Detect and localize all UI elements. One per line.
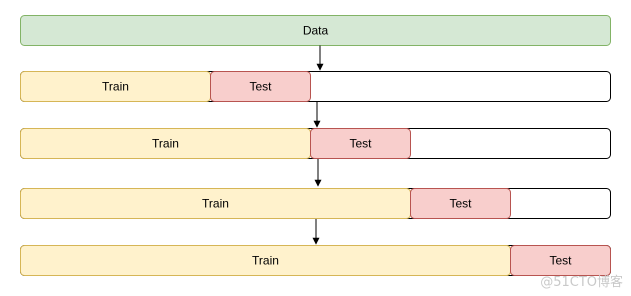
test-label: Test [349,137,372,151]
data-bar: Data [20,15,611,46]
test-label: Test [549,254,572,268]
train-label: Train [102,80,129,94]
train-label: Train [252,254,279,268]
train-label: Train [202,197,229,211]
data-bar-label: Data [303,24,329,38]
test-segment [210,71,311,102]
fold-1: Train Test [20,71,611,102]
fold-3: Train Test [20,188,611,219]
test-segment [410,188,511,219]
data-bar-box [20,15,611,46]
arrows [312,45,324,245]
fold-2: Train Test [20,128,611,159]
fold-4: Train Test [20,245,611,276]
test-segment [510,245,611,276]
train-label: Train [152,137,179,151]
test-label: Test [249,80,272,94]
watermark: @51CTO博客 [540,275,623,290]
test-segment [310,128,411,159]
test-label: Test [449,197,472,211]
